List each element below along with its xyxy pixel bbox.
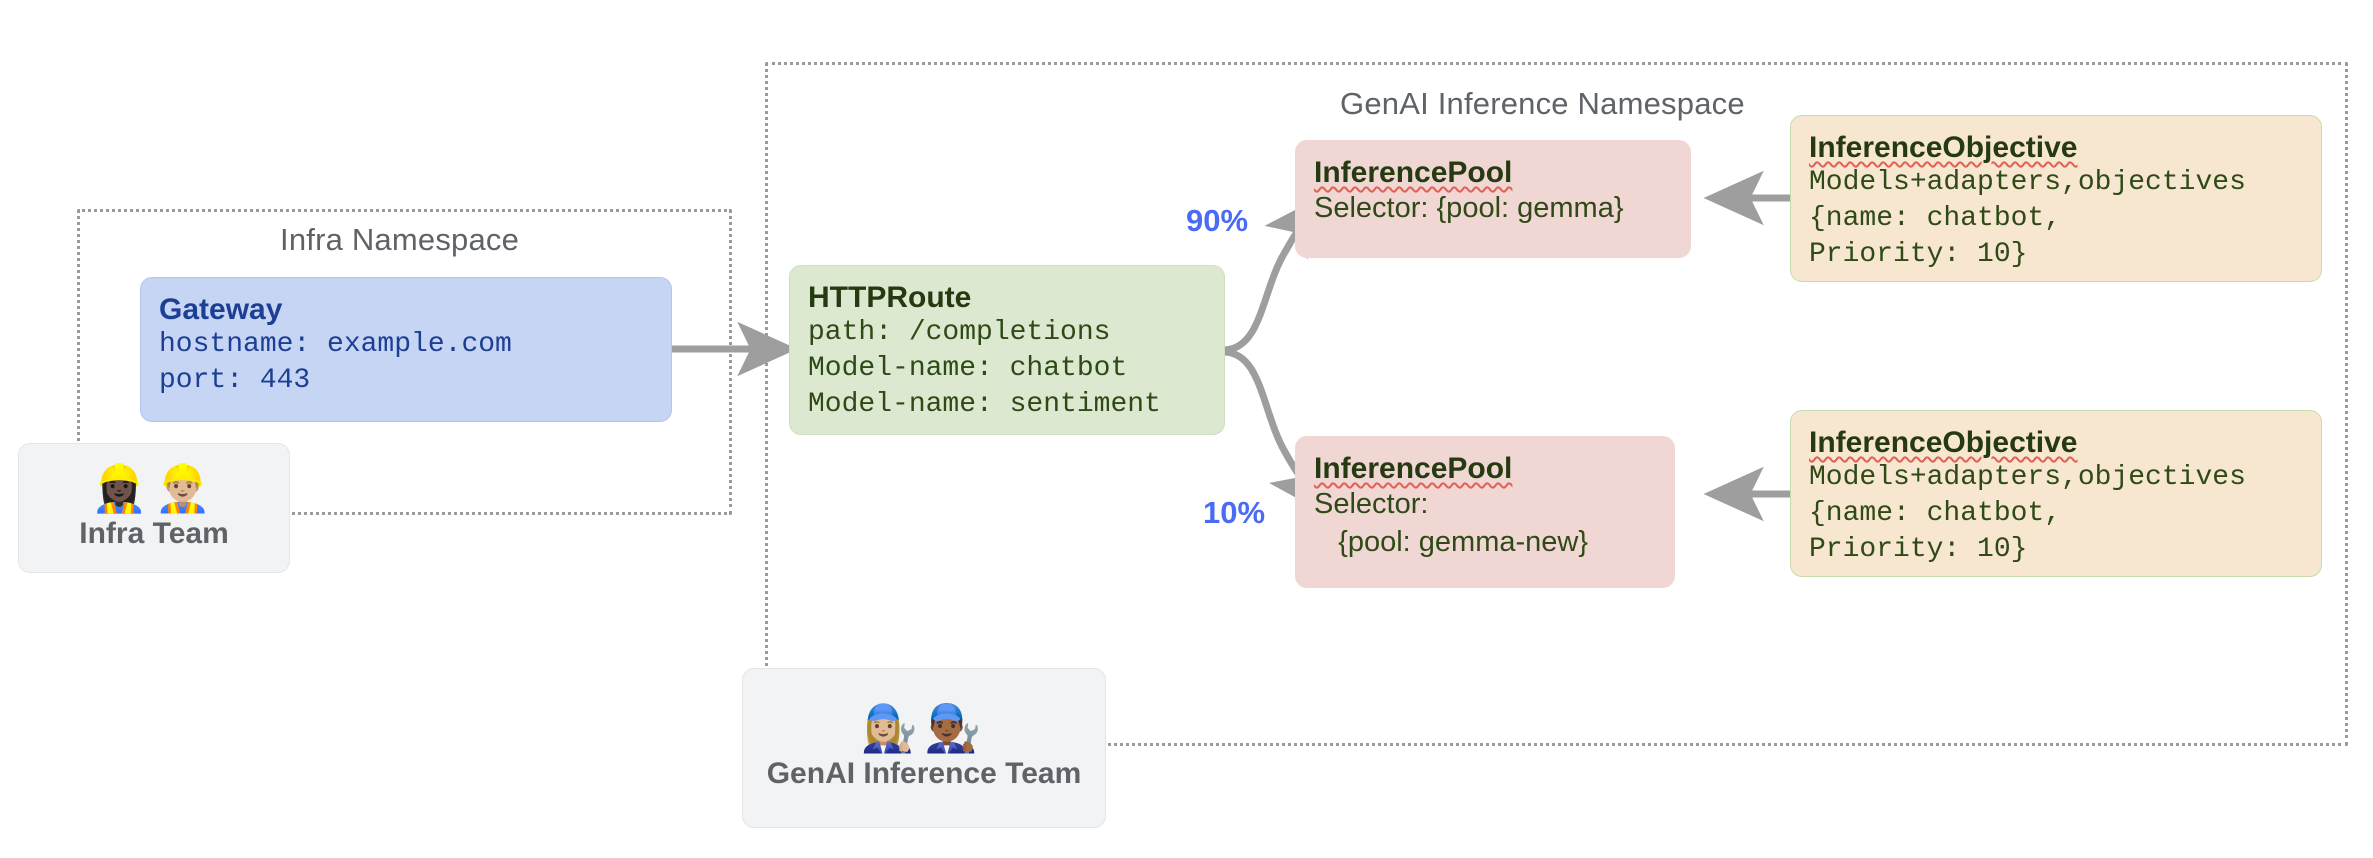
weight-label-pool-2: 10% — [1203, 495, 1266, 530]
card-inferenceobjective-1-body: Models+adapters,objectives {name: chatbo… — [1809, 167, 2246, 271]
namespace-infra-title: Infra Namespace — [280, 222, 520, 257]
team-chip-genai-label: GenAI Inference Team — [766, 757, 1082, 790]
card-inferencepool-2-title: InferencePool — [1314, 452, 1513, 485]
team-chip-infra[interactable]: 👷🏿‍♀️👷🏼‍♂️ Infra Team — [18, 443, 290, 573]
namespace-infra — [77, 209, 732, 515]
team-chip-genai[interactable]: 👩🏼‍🔧👨🏾‍🔧 GenAI Inference Team — [742, 668, 1106, 828]
weight-label-pool-1: 90% — [1186, 203, 1249, 238]
card-inferenceobjective-1[interactable]: InferenceObjective Models+adapters,objec… — [1790, 115, 2322, 282]
card-httproute-title: HTTPRoute — [808, 281, 972, 314]
card-gateway-body: hostname: example.com port: 443 — [159, 329, 512, 397]
construction-worker-icon: 👷🏿‍♀️👷🏼‍♂️ — [90, 461, 218, 515]
card-inferencepool-2-body: Selector: {pool: gemma-new} — [1314, 488, 1589, 558]
card-inferencepool-1-title: InferencePool — [1314, 156, 1513, 189]
card-httproute-body: path: /completions Model-name: chatbot M… — [808, 317, 1161, 421]
card-inferencepool-2[interactable]: InferencePool Selector: {pool: gemma-new… — [1295, 436, 1675, 588]
team-chip-infra-label: Infra Team — [79, 517, 229, 550]
card-inferencepool-1-body: Selector: {pool: gemma} — [1314, 192, 1624, 225]
card-gateway[interactable]: Gateway hostname: example.com port: 443 — [140, 277, 672, 422]
card-gateway-title: Gateway — [159, 293, 283, 326]
mechanic-icon: 👩🏼‍🔧👨🏾‍🔧 — [860, 701, 988, 755]
card-httproute[interactable]: HTTPRoute path: /completions Model-name:… — [789, 265, 1225, 435]
card-inferenceobjective-2-body: Models+adapters,objectives {name: chatbo… — [1809, 462, 2246, 566]
card-inferencepool-1[interactable]: InferencePool Selector: {pool: gemma} — [1295, 140, 1691, 258]
card-inferenceobjective-1-title: InferenceObjective — [1809, 131, 2078, 164]
namespace-genai-title: GenAI Inference Namespace — [1340, 86, 1745, 121]
card-inferenceobjective-2-title: InferenceObjective — [1809, 426, 2078, 459]
namespace-genai — [765, 62, 2348, 746]
card-inferenceobjective-2[interactable]: InferenceObjective Models+adapters,objec… — [1790, 410, 2322, 577]
